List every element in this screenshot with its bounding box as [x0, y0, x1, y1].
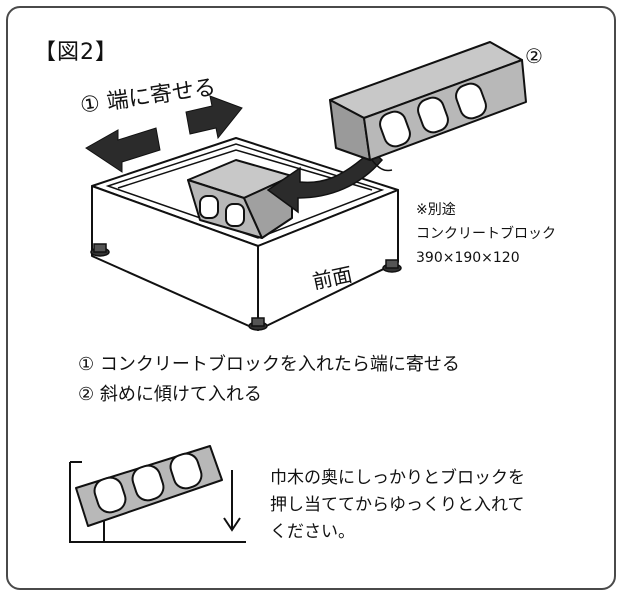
step-item: ② 斜めに傾けて入れる	[78, 384, 262, 405]
detail-illustration	[69, 461, 246, 543]
tip-line: 押し当ててからゆっくりと入れて	[270, 495, 525, 515]
tip-line: 巾木の奥にしっかりとブロックを	[270, 468, 525, 488]
step2-number: ②	[525, 44, 543, 68]
arrow-left	[85, 127, 161, 173]
detail-block	[75, 445, 223, 527]
block-floating	[329, 41, 527, 161]
arrow-right	[185, 95, 243, 140]
note-line: 390×190×120	[416, 250, 520, 266]
illustration	[69, 41, 527, 543]
cabinet-feet	[90, 243, 402, 331]
block-note: ※別途 コンクリートブロック 390×190×120	[416, 198, 556, 270]
note-line: ※別途	[416, 202, 456, 218]
step-item: ① コンクリートブロックを入れたら端に寄せる	[78, 354, 460, 375]
tip-line: ください。	[270, 522, 355, 542]
note-line: コンクリートブロック	[416, 226, 556, 242]
tip-text: 巾木の奥にしっかりとブロックを 押し当ててからゆっくりと入れて ください。	[270, 465, 525, 546]
steps-list: ① コンクリートブロックを入れたら端に寄せる ② 斜めに傾けて入れる	[78, 350, 460, 410]
figure-label: 【図2】	[34, 40, 118, 65]
insert-arrow	[266, 148, 384, 214]
